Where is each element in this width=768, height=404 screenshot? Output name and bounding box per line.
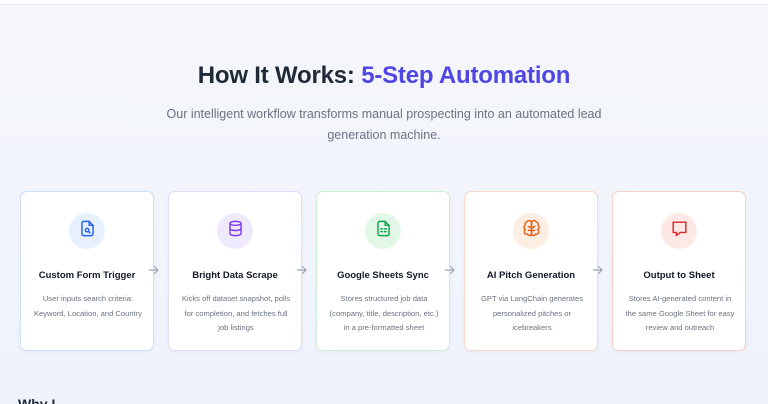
step-icon-wrap [217, 213, 253, 249]
step-description: Stores structured job data (company, tit… [329, 294, 439, 332]
steps-row: Custom Form Trigger User inputs search c… [20, 191, 748, 351]
database-icon [226, 219, 245, 243]
step-icon-wrap [365, 213, 401, 249]
brain-icon [522, 219, 541, 243]
next-section-heading-peek: Why I... [18, 396, 67, 404]
arrow-right-icon [443, 263, 457, 277]
step-title: AI Pitch Generation [486, 270, 576, 281]
step-description: Kicks off dataset snapshot, polls for co… [181, 294, 291, 332]
section-title: How It Works: 5-Step Automation [0, 62, 768, 90]
section-title-main: How It Works: [197, 62, 362, 89]
step-title: Bright Data Scrape [192, 270, 278, 281]
step-card-output-to-sheet: Output to Sheet Stores AI-generated cont… [612, 191, 746, 351]
step-title: Custom Form Trigger [38, 270, 136, 281]
arrow-right-icon [591, 263, 605, 277]
section-title-accent: 5-Step Automation [361, 62, 571, 89]
step-description: Stores AI-generated content in the same … [625, 294, 735, 332]
arrow-right-icon [295, 263, 309, 277]
spreadsheet-icon [374, 219, 393, 243]
step-description: GPT via LangChain generates personalized… [480, 294, 584, 332]
step-title: Google Sheets Sync [337, 270, 429, 281]
document-search-icon [78, 219, 97, 243]
step-icon-wrap [661, 213, 697, 249]
step-title: Output to Sheet [643, 270, 715, 281]
step-description: User inputs search criteria: Keyword, Lo… [33, 294, 143, 318]
message-icon [670, 219, 689, 243]
step-card-google-sheets-sync: Google Sheets Sync Stores structured job… [316, 191, 450, 351]
step-icon-wrap [513, 213, 549, 249]
step-icon-wrap [69, 213, 105, 249]
top-edge [0, 0, 768, 5]
arrow-right-icon [147, 263, 161, 277]
step-card-bright-data-scrape: Bright Data Scrape Kicks off dataset sna… [168, 191, 302, 351]
section-subtitle: Our intelligent workflow transforms manu… [166, 107, 602, 142]
step-card-custom-form-trigger: Custom Form Trigger User inputs search c… [20, 191, 154, 351]
step-card-ai-pitch-generation: AI Pitch Generation GPT via LangChain ge… [464, 191, 598, 351]
